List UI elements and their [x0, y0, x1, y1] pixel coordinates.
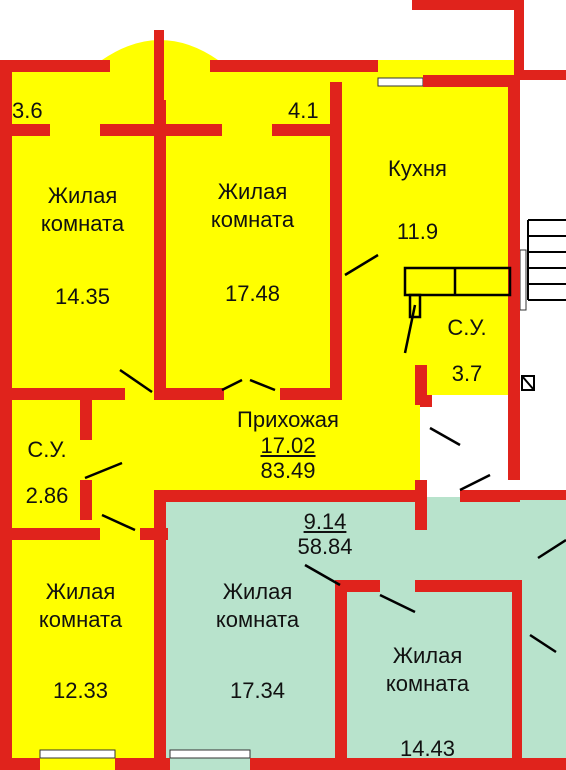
bathroom-right-area: 3.7 [451, 361, 483, 386]
living-room-1-area: 14.35 [54, 284, 111, 309]
bathroom-right-name: С.У. [447, 315, 487, 340]
living-room-3-name: Жилая комната [38, 579, 123, 632]
living-room-3-area: 12.33 [52, 678, 109, 703]
windows [39, 77, 527, 759]
hallway-name: Прихожая [237, 407, 339, 432]
stairs [521, 219, 566, 391]
kitchen-counter [403, 266, 512, 319]
living-room-2-area: 17.48 [224, 281, 281, 306]
kitchen-name: Кухня [388, 156, 447, 181]
living-room-5-area: 14.43 [399, 736, 456, 761]
living-room-4-area: 17.34 [229, 678, 286, 703]
green-apartment-total-area: 58.84 [297, 534, 353, 559]
stair-area [420, 395, 520, 495]
bathroom-left-area: 2.86 [25, 483, 69, 508]
balcony-mid-area: 4.1 [288, 98, 319, 123]
living-room-2-name: Жилая комната [210, 179, 295, 232]
balcony-left-area: 3.6 [12, 98, 43, 123]
green-apartment-area: 9.14 [303, 509, 347, 534]
bathroom-left-name: С.У. [27, 437, 67, 462]
kitchen-area: 11.9 [396, 219, 439, 244]
living-room-1-name: Жилая комната [40, 183, 125, 236]
green-apartment-fill [160, 497, 566, 770]
doors [84, 253, 566, 654]
hallway-area: 17.02 [260, 433, 316, 458]
living-room-4-name: Жилая комната [215, 579, 300, 632]
living-room-5-name: Жилая комната [385, 643, 470, 696]
yellow-apartment-total-area: 83.49 [260, 458, 316, 483]
